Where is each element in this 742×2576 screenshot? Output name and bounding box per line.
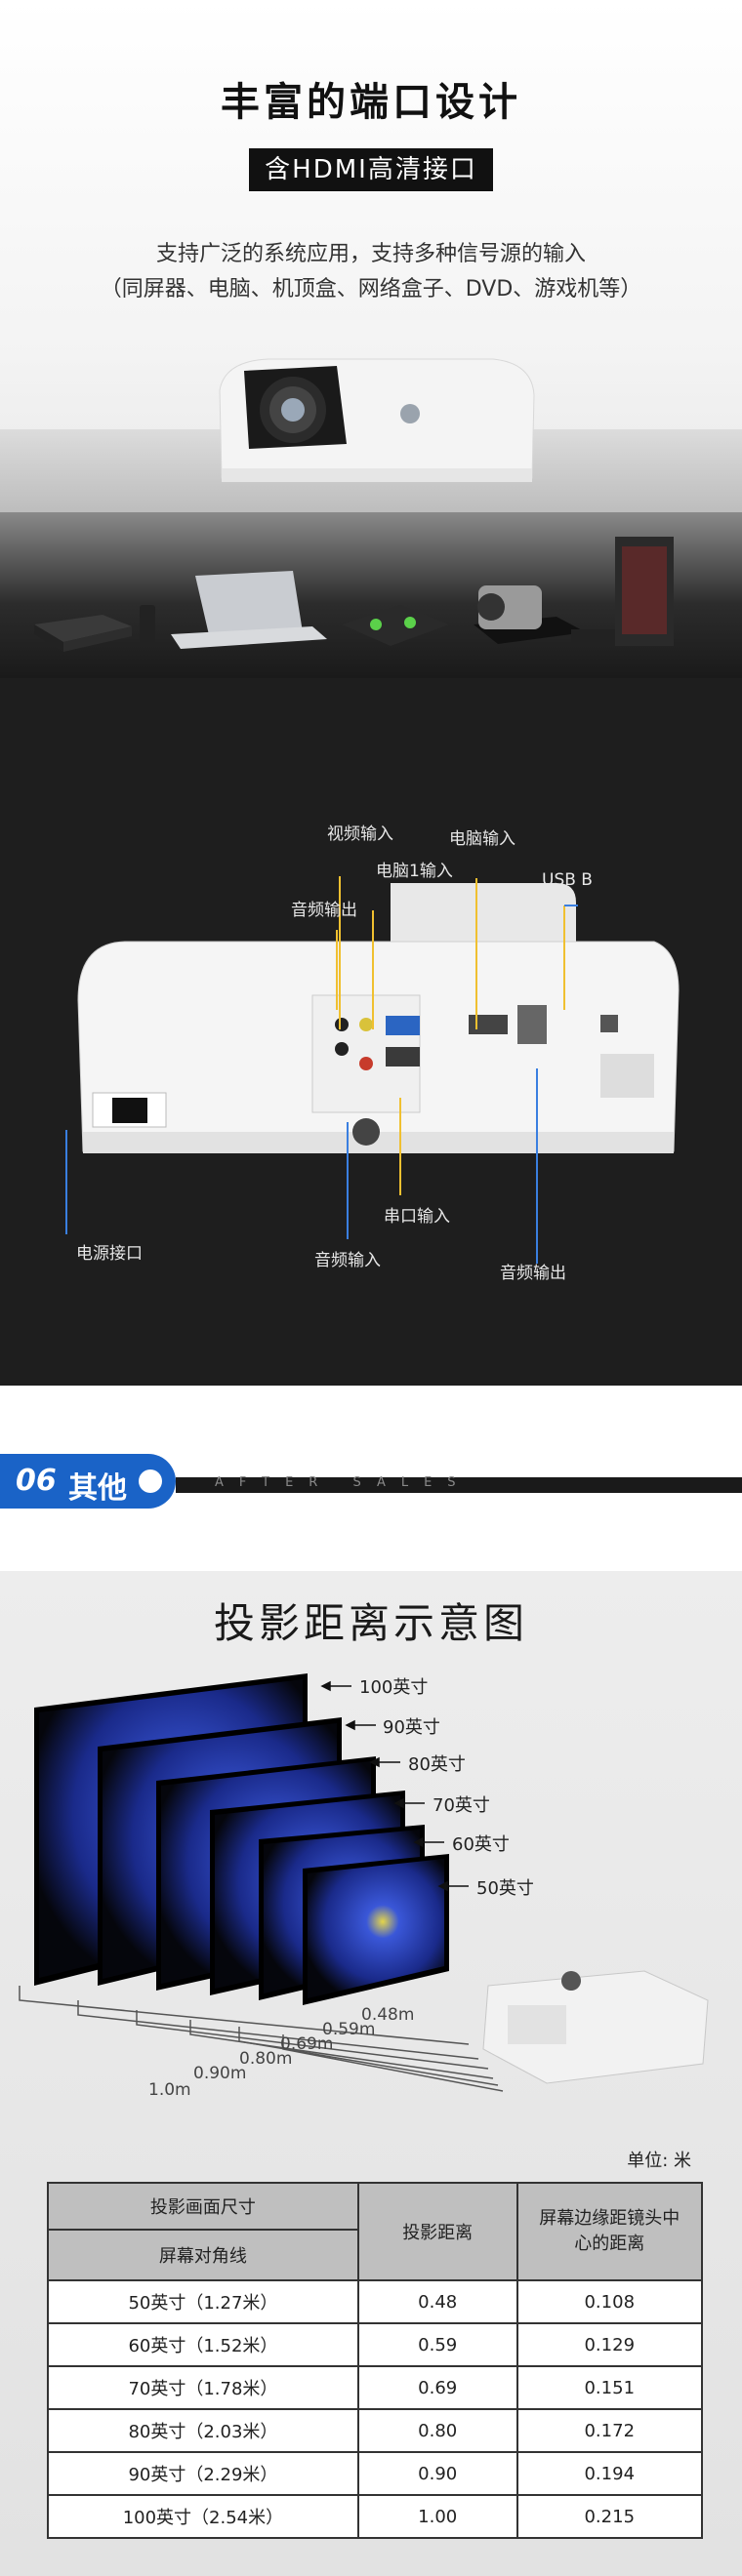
cell-size: 80英寸（2.03米） [47,2408,359,2453]
table-header-size: 投影画面尺寸 [47,2182,359,2231]
banner-title: 其他 [68,1471,127,1506]
unit-label: 单位: 米 [627,2151,691,2171]
banner-badge: 06 其他 [0,1454,176,1509]
cell-size: 70英寸（1.78米） [47,2365,359,2410]
distance-label-080: 0.80m [239,2049,293,2069]
ports-title: 丰富的端口设计 [221,80,521,125]
label-video-in: 视频输入 [327,825,393,844]
cell-distance: 0.59 [356,2322,518,2367]
table-row: 90英寸（2.29米） 0.90 0.194 [47,2451,704,2496]
projection-table: 投影画面尺寸 投影距离 屏幕边缘距镜头中心的距离 屏幕对角线 50英寸（1.27… [47,2182,704,2539]
ports-desc-line2: （同屏器、电脑、机顶盒、网络盒子、DVD、游戏机等） [100,277,642,302]
banner-line [176,1477,742,1493]
cell-distance: 0.80 [356,2408,518,2453]
projection-diagram [19,1673,709,2092]
size-label-100: 100英寸 [359,1677,429,1698]
label-pc-in: 电脑输入 [449,829,515,849]
ports-section: 丰富的端口设计 含HDMI高清接口 支持广泛的系统应用，支持多种信号源的输入 （… [0,0,742,1386]
projector-rear-image [77,883,680,1153]
projector-front-image [219,358,535,482]
port-leader-lines [65,876,578,1264]
distance-label-048: 0.48m [361,2005,415,2025]
table-header-edge: 屏幕边缘距镜头中心的距离 [515,2182,704,2281]
cell-size: 90英寸（2.29米） [47,2451,359,2496]
size-label-50: 50英寸 [476,1878,534,1899]
table-row: 50英寸（1.27米） 0.48 0.108 [47,2279,704,2324]
cell-edge: 0.172 [515,2408,704,2453]
cell-size: 60英寸（1.52米） [47,2322,359,2367]
cell-size: 50英寸（1.27米） [47,2279,359,2324]
cell-edge: 0.194 [515,2451,704,2496]
banner-subtitle: AFTER SALES [215,1475,472,1490]
label-audio-out-top: 音频输出 [291,901,357,920]
table-row: 100英寸（2.54米） 1.00 0.215 [47,2494,704,2539]
distance-label-059: 0.59m [322,2020,376,2039]
label-power: 电源接口 [76,1244,143,1264]
label-audio-out-bottom: 音频输出 [500,1264,566,1283]
size-label-90: 90英寸 [383,1717,440,1738]
table-row: 60英寸（1.52米） 0.59 0.129 [47,2322,704,2367]
banner-circle-icon [139,1469,162,1493]
size-label-80: 80英寸 [408,1754,466,1775]
distance-label-10: 1.0m [148,2080,191,2100]
cell-distance: 0.69 [356,2365,518,2410]
size-label-70: 70英寸 [433,1795,490,1816]
cell-edge: 0.215 [515,2494,704,2539]
table-header-diagonal: 屏幕对角线 [47,2229,359,2281]
table-row: 80英寸（2.03米） 0.80 0.172 [47,2408,704,2453]
devices-image [34,537,674,652]
distance-label-090: 0.90m [193,2064,247,2083]
cell-edge: 0.129 [515,2322,704,2367]
banner-number: 06 [16,1464,57,1498]
size-label-60: 60英寸 [452,1834,510,1855]
hdmi-badge: 含HDMI高清接口 [249,148,493,191]
label-usb-b: USB B [542,870,593,890]
ports-desc-line1: 支持广泛的系统应用，支持多种信号源的输入 [155,242,586,266]
label-pc1-in: 电脑1输入 [376,862,453,881]
cell-edge: 0.108 [515,2279,704,2324]
table-header-distance: 投影距离 [356,2182,518,2281]
cell-size: 100英寸（2.54米） [47,2494,359,2539]
projection-title: 投影距离示意图 [213,1599,528,1647]
distance-label-069: 0.69m [280,2034,334,2054]
section-banner: AFTER SALES 06 其他 [0,1454,742,1512]
cell-distance: 0.90 [356,2451,518,2496]
cell-edge: 0.151 [515,2365,704,2410]
label-audio-in: 音频输入 [314,1251,381,1270]
projection-section: 投影距离示意图 [0,1571,742,2576]
table-row: 70英寸（1.78米） 0.69 0.151 [47,2365,704,2410]
cell-distance: 0.48 [356,2279,518,2324]
label-serial: 串口输入 [384,1207,450,1227]
cell-distance: 1.00 [356,2494,518,2539]
